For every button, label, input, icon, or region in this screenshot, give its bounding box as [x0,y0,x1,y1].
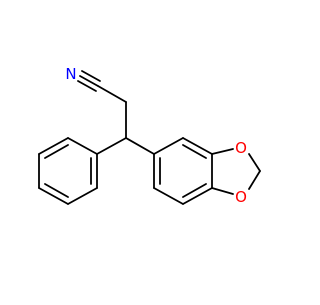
phenyl-bond [38,137,69,155]
structure-canvas: N O O [38,65,261,206]
benzo-double-bond [182,183,207,198]
bond-to-phenyl [96,137,127,155]
benzo-bond [153,137,184,155]
bond-to-benzodioxole [125,137,155,155]
benzo-bond [182,137,213,155]
dioxole-bond [248,153,261,172]
chain-bond [97,85,127,103]
molecule-structure: N O O [38,65,261,206]
phenyl-bond [67,137,98,155]
nitrile-triple-bond [81,70,101,82]
atom-labels: N O O [65,65,247,206]
nitrile-triple-bond [77,80,97,92]
benzo-bond [182,187,213,205]
nitrile-triple-bond [79,75,99,87]
nitrile-nitrogen-label: N [65,65,76,83]
bonds [38,70,261,205]
dioxole-bond [248,170,261,190]
dioxole-oxygen-bottom-label: O [235,188,247,206]
phenyl-double-bond [44,144,69,159]
phenyl-double-bond [44,183,69,198]
dioxole-oxygen-top-label: O [235,139,247,157]
phenyl-bond [38,187,69,205]
benzo-bond [153,187,184,205]
dioxole-bond [211,148,234,155]
phenyl-bond [67,187,98,205]
benzo-double-bond [182,144,207,159]
dioxole-bond [211,187,234,195]
